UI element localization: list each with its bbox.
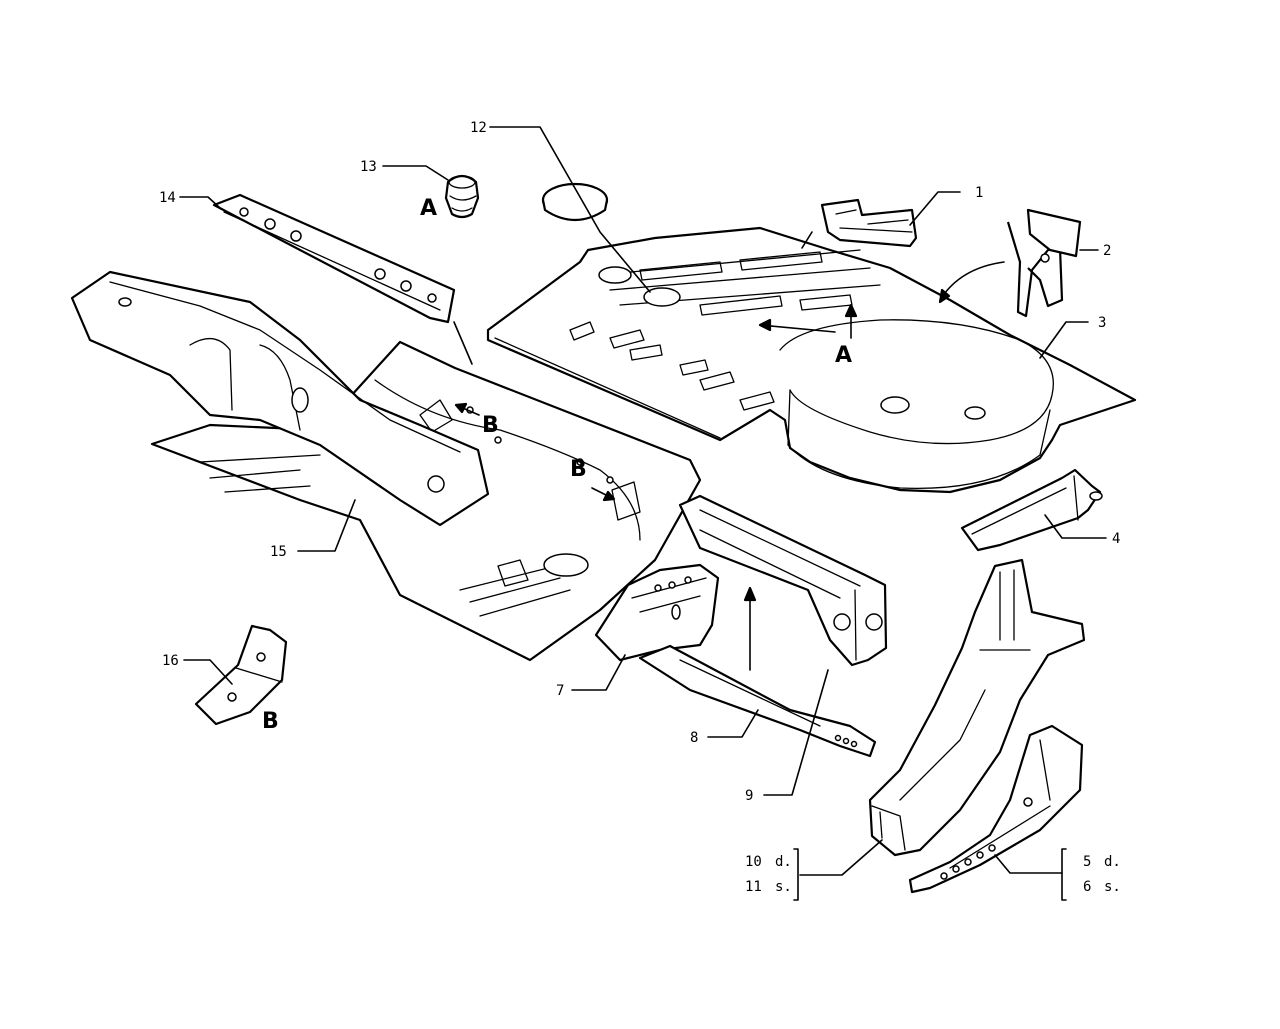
- callout-5: 5: [1083, 854, 1091, 870]
- callout-12: 12: [470, 120, 487, 136]
- callout-2: 2: [1103, 243, 1111, 259]
- callout-13: 13: [360, 159, 377, 175]
- leader-13: [382, 165, 449, 181]
- leader-1: [909, 191, 961, 226]
- leader-7: [571, 654, 626, 691]
- leader-3-floor: [801, 231, 813, 249]
- callout-8: 8: [690, 730, 698, 746]
- callout-10-suffix: d.: [775, 854, 792, 870]
- part-3-rear-floor-panel: [486, 226, 1137, 494]
- part-2-hook-bracket: [1006, 208, 1082, 318]
- leader-15: [297, 499, 356, 552]
- leader-5-6: [994, 854, 1063, 874]
- leader-10-11: [799, 839, 883, 876]
- side-rail-frame: [70, 270, 490, 527]
- leader-12: [489, 126, 651, 293]
- part-5-6-leg-reinforcement: [908, 724, 1084, 894]
- part-10-11-rear-leg-member: [868, 558, 1086, 857]
- part-1-bracket: [820, 198, 918, 248]
- ref-b-floor-right: B: [570, 457, 587, 482]
- reference-arrows: [454, 261, 1005, 671]
- part-13-grommet: [444, 174, 480, 219]
- callout-6-suffix: s.: [1104, 879, 1121, 895]
- part-16-small-bracket: [194, 624, 288, 726]
- callout-9: 9: [745, 788, 753, 804]
- callout-11-suffix: s.: [775, 879, 792, 895]
- callout-7: 7: [556, 683, 564, 699]
- part-9-rear-side-member: [678, 494, 888, 667]
- leader-8: [707, 709, 759, 738]
- callout-15: 15: [270, 544, 287, 560]
- ref-b-bracket: B: [262, 709, 279, 734]
- ref-b-floor-left: B: [482, 413, 499, 438]
- leader-9: [763, 669, 829, 796]
- leader-16: [183, 659, 233, 685]
- callout-6: 6: [1083, 879, 1091, 895]
- part-4-tapered-bracket: [960, 468, 1103, 552]
- leader-14: [179, 196, 221, 209]
- part-8-reinforcement: [638, 644, 877, 758]
- callout-3: 3: [1098, 315, 1106, 331]
- group-brackets: [793, 848, 1067, 901]
- part-7-mount-bracket: [594, 563, 720, 662]
- callout-10: 10: [745, 854, 762, 870]
- callout-5-suffix: d.: [1104, 854, 1121, 870]
- part-14-cross-member: [212, 193, 456, 324]
- leader-3: [1039, 321, 1089, 359]
- leader-4: [1044, 514, 1107, 539]
- ref-a-floor: A: [835, 343, 852, 368]
- callout-4: 4: [1112, 531, 1120, 547]
- callout-11: 11: [745, 879, 762, 895]
- callout-14: 14: [159, 190, 176, 206]
- leader-lines: [179, 126, 1107, 876]
- reference-letters: A A B B B: [262, 196, 852, 734]
- callout-labels: 1 2 3 4 5 d. 6 s. 7 8 9 10 d. 11 s. 12 1…: [159, 120, 1121, 895]
- callout-1: 1: [975, 185, 983, 201]
- ref-a-grommet: A: [420, 196, 437, 221]
- leader-14-floor: [453, 321, 473, 365]
- callout-16: 16: [162, 653, 179, 669]
